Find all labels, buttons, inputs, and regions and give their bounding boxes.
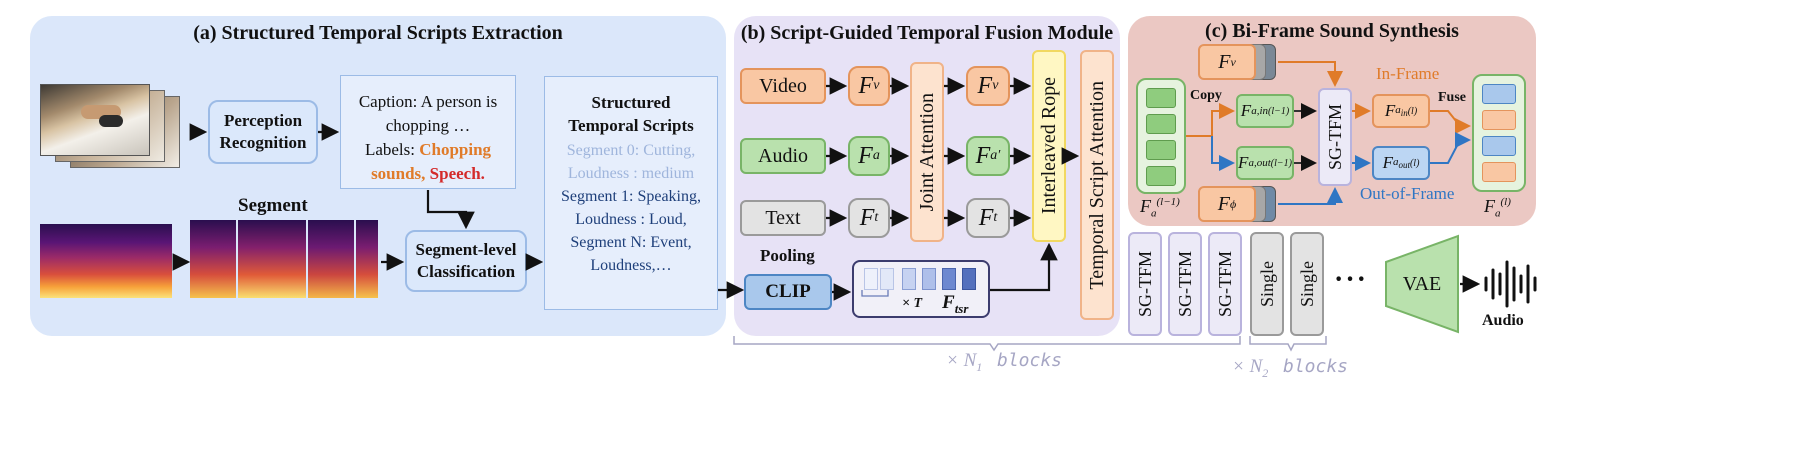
fa-prev-label: Fa(l−1) bbox=[1140, 196, 1180, 220]
vae-label: VAE bbox=[1402, 272, 1442, 295]
structured-scripts-box: Structured Temporal Scripts Segment 0: C… bbox=[544, 76, 718, 310]
caption-box: Caption: A person is chopping … Labels: … bbox=[340, 75, 516, 189]
audio-input-box: Audio bbox=[740, 138, 826, 174]
perception-recognition-box: Perception Recognition bbox=[208, 100, 318, 164]
joint-attention-box: Joint Attention bbox=[910, 62, 944, 242]
fa-out-stack bbox=[1472, 74, 1526, 192]
ellipsis: ··· bbox=[1334, 264, 1369, 295]
segment-classification-box: Segment-level Classification bbox=[405, 230, 527, 292]
temporal-script-attention-box: Temporal Script Attention bbox=[1080, 50, 1114, 320]
tsr-token-box: × T Ftsr bbox=[852, 260, 990, 318]
pooling-label: Pooling bbox=[760, 246, 815, 265]
fuse-label: Fuse bbox=[1438, 90, 1466, 105]
fa-out-label: Fa(l) bbox=[1484, 196, 1511, 220]
n2-label: × N2 blocks bbox=[1232, 356, 1349, 380]
clip-box: CLIP bbox=[744, 274, 832, 310]
panel-c-title: (c) Bi-Frame Sound Synthesis bbox=[1205, 20, 1459, 42]
panel-b-title: (b) Script-Guided Temporal Fusion Module bbox=[740, 22, 1114, 44]
interleaved-rope-box: Interleaved Rope bbox=[1032, 50, 1066, 242]
panel-a-title: (a) Structured Temporal Scripts Extracti… bbox=[193, 22, 563, 44]
single-block-1: Single bbox=[1250, 232, 1284, 336]
fa-prev-stack bbox=[1136, 78, 1186, 194]
audio-output-label: Audio bbox=[1482, 312, 1524, 329]
sg-tfm-block-3: SG-TFM bbox=[1208, 232, 1242, 336]
copy-label: Copy bbox=[1190, 88, 1222, 103]
single-block-2: Single bbox=[1290, 232, 1324, 336]
segment-label: Segment bbox=[238, 195, 308, 216]
out-of-frame-label: Out-of-Frame bbox=[1360, 184, 1455, 203]
text-input-box: Text bbox=[740, 200, 826, 236]
full-spectrogram bbox=[40, 224, 172, 298]
n1-label: × N1 blocks bbox=[946, 350, 1063, 374]
sg-tfm-inner-box: SG-TFM bbox=[1318, 88, 1352, 186]
video-frames-image bbox=[40, 84, 190, 174]
segmented-spectrograms bbox=[190, 216, 380, 300]
sg-tfm-block-1: SG-TFM bbox=[1128, 232, 1162, 336]
sg-tfm-block-2: SG-TFM bbox=[1168, 232, 1202, 336]
in-frame-label: In-Frame bbox=[1376, 64, 1440, 83]
vae-label-wrap: VAE bbox=[1386, 236, 1458, 332]
video-input-box: Video bbox=[740, 68, 826, 104]
